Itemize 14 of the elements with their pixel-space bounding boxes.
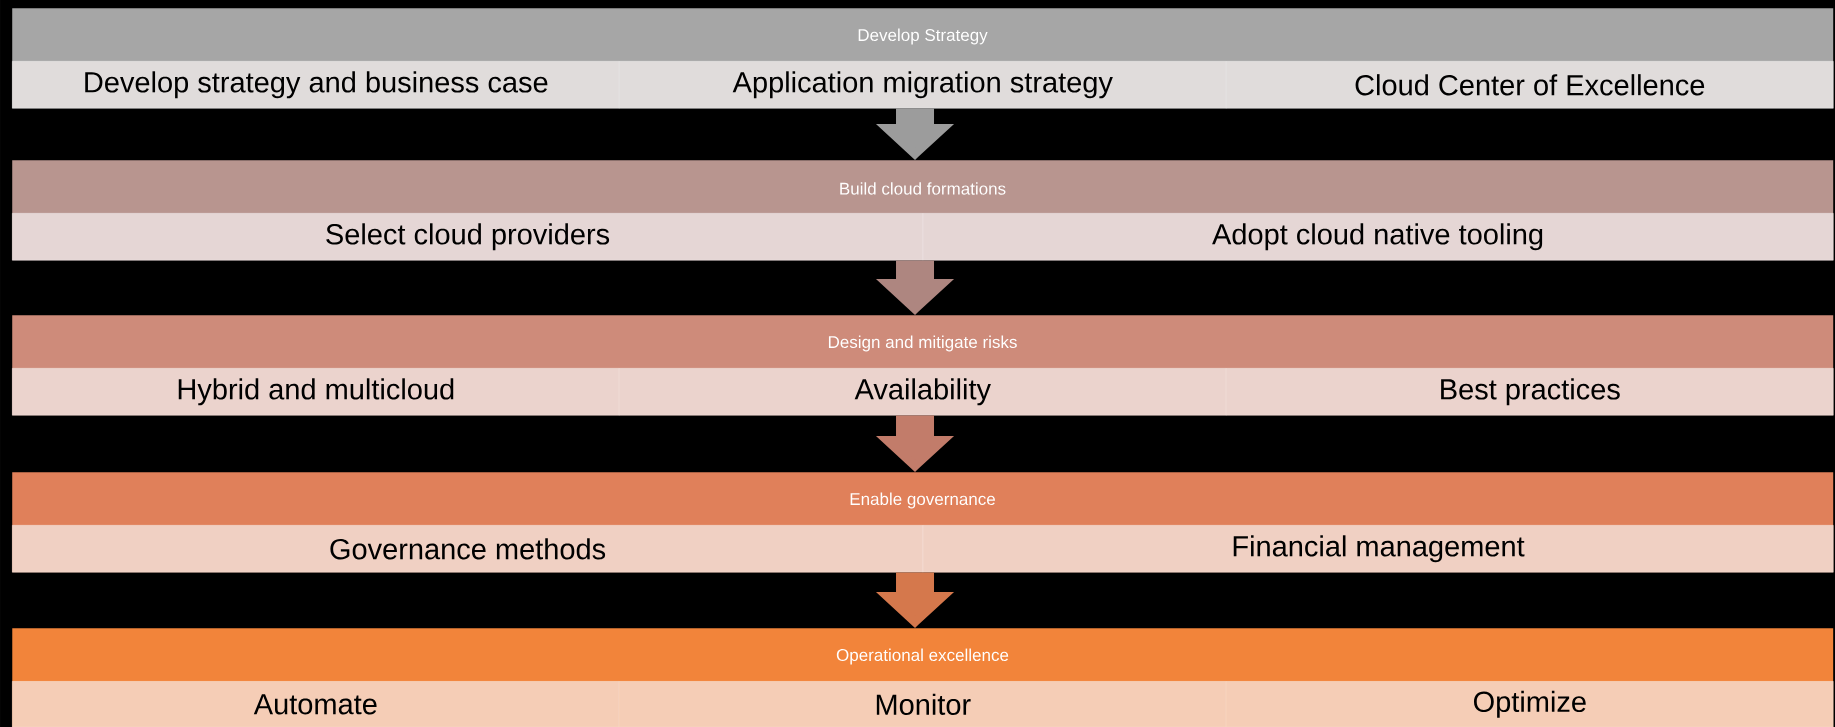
step-cell: Cloud Center of Excellence (1226, 61, 1834, 109)
step-cell: Application migration strategy (619, 61, 1227, 109)
step-cell: Develop strategy and business case (12, 61, 620, 109)
step-cell: Governance methods (12, 525, 924, 573)
step-cell: Financial management (922, 525, 1834, 573)
step-cell: Automate (12, 681, 620, 727)
step-cell: Adopt cloud native tooling (922, 213, 1834, 261)
step-cell: Availability (619, 368, 1227, 416)
step-cell: Monitor (619, 681, 1227, 727)
step-cell: Optimize (1226, 681, 1834, 727)
step-cell: Best practices (1226, 368, 1834, 416)
step-cell: Select cloud providers (12, 213, 924, 261)
node-label: Monitor (876, 693, 971, 715)
step-cell: Hybrid and multicloud (12, 368, 620, 416)
